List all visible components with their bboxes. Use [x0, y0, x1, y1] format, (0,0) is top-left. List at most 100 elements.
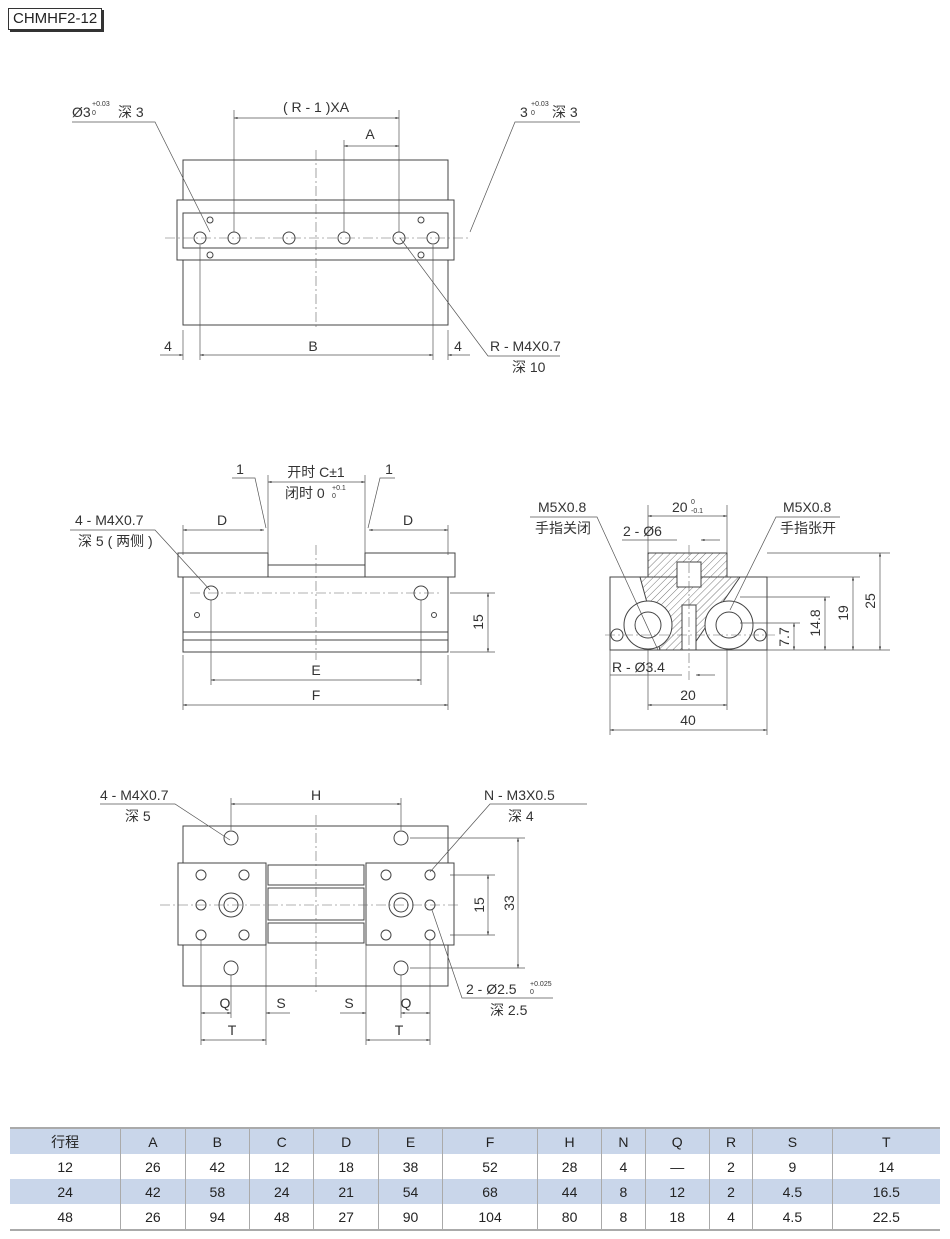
- column-header: E: [377, 1128, 443, 1154]
- dimension-label: E: [311, 662, 320, 678]
- drawing-title: CHMHF2-12: [8, 8, 103, 30]
- table-cell: 12: [57, 1158, 73, 1175]
- table-cell: 12: [644, 1179, 710, 1204]
- slot-label: 3: [520, 104, 528, 120]
- column-header: H: [536, 1128, 602, 1154]
- dimension-label: +0.03: [531, 101, 549, 108]
- table-cell: 4: [708, 1204, 753, 1230]
- table-cell: 94: [184, 1204, 250, 1230]
- dimension-label: 深 10: [512, 359, 546, 375]
- dimension-label: 深 3: [552, 104, 578, 120]
- locating-pin-label: 2 - Ø2.5: [466, 981, 517, 997]
- column-header: 行程: [51, 1133, 80, 1150]
- dimension-label: 19: [835, 605, 851, 621]
- side-section-view: M5X0.8 手指关闭 M5X0.8 手指张开 20 0 -0.1 2 - Ø6…: [530, 499, 890, 735]
- table-cell: —: [644, 1154, 710, 1179]
- table-cell: 16.5: [831, 1179, 940, 1204]
- column-header: T: [831, 1128, 940, 1154]
- dimension-label: +0.1: [332, 485, 346, 492]
- table-cell: 27: [313, 1204, 379, 1230]
- side-tap-label: 4 - M4X0.7: [75, 512, 144, 528]
- dimension-label: S: [276, 995, 285, 1011]
- dimension-label: 深 2.5: [490, 1002, 528, 1018]
- top-view: Ø3 +0.03 0 深 3 3 +0.03 0 深 3 ( R - 1 )XA…: [72, 99, 580, 375]
- dimension-label: 25: [862, 593, 878, 609]
- dimension-label: Q: [401, 995, 412, 1011]
- bottom-view: 4 - M4X0.7 深 5 H N - M3X0.5 深 4 2 - Ø2.5…: [100, 787, 587, 1045]
- pin-label: 2 - Ø6: [623, 523, 662, 539]
- dimension-label: T: [228, 1022, 237, 1038]
- table-cell: 4: [601, 1154, 645, 1179]
- tap-label: R - M4X0.7: [490, 338, 561, 354]
- table-cell: 2: [708, 1154, 753, 1179]
- pin-hole-label: Ø3: [72, 104, 91, 120]
- dimension-label: 7.7: [776, 627, 792, 647]
- table-cell: 4.5: [752, 1179, 833, 1204]
- dimension-label: 手指张开: [780, 520, 836, 536]
- table-cell: 9: [752, 1154, 833, 1179]
- dimension-label: +0.025: [530, 981, 552, 988]
- table-cell: 104: [442, 1204, 538, 1230]
- column-header: B: [184, 1128, 250, 1154]
- open-stroke-label: 开时 C±1: [287, 464, 345, 480]
- table-cell: 26: [120, 1204, 186, 1230]
- dimension-label: 14.8: [807, 609, 823, 636]
- h-label: H: [311, 787, 321, 803]
- dimension-label: 15: [470, 614, 486, 630]
- dimension-label: 深 5 ( 两侧 ): [78, 533, 153, 549]
- dimension-label: 0: [530, 989, 534, 996]
- table-cell: 24: [57, 1183, 73, 1200]
- dimension-label: 15: [471, 897, 487, 913]
- width-b-label: B: [308, 338, 317, 354]
- dimension-label: S: [344, 995, 353, 1011]
- bottom-tap-label: 4 - M4X0.7: [100, 787, 169, 803]
- dimension-label: Q: [220, 995, 231, 1011]
- table-cell: 22.5: [831, 1204, 940, 1230]
- dimension-label: 4: [454, 338, 462, 354]
- dimension-label: 20: [672, 499, 688, 515]
- table-cell: 8: [601, 1204, 645, 1230]
- pitch-total-label: ( R - 1 )XA: [283, 99, 350, 115]
- dimension-label: 0: [92, 110, 96, 117]
- column-header: D: [313, 1128, 379, 1154]
- table-cell: 24: [249, 1179, 314, 1204]
- pitch-label: A: [365, 126, 375, 142]
- dimension-label: 1: [236, 461, 244, 477]
- column-header: F: [442, 1128, 538, 1154]
- table-cell: 48: [57, 1208, 73, 1225]
- column-header: Q: [644, 1128, 710, 1154]
- table-cell: 68: [442, 1179, 538, 1204]
- table-cell: 14: [831, 1154, 940, 1179]
- table-cell: 90: [377, 1204, 443, 1230]
- technical-drawing: Ø3 +0.03 0 深 3 3 +0.03 0 深 3 ( R - 1 )XA…: [70, 99, 890, 1045]
- dimension-label: F: [312, 687, 321, 703]
- column-header: S: [752, 1128, 833, 1154]
- table-cell: 28: [536, 1154, 602, 1179]
- table-cell: 42: [120, 1179, 186, 1204]
- port-close-label: M5X0.8: [538, 499, 586, 515]
- table-cell: 4.5: [752, 1204, 833, 1230]
- table-cell: 12: [249, 1154, 314, 1179]
- dimension-label: 深 5: [125, 808, 151, 824]
- table-cell: 21: [313, 1179, 379, 1204]
- dimension-label: 0: [332, 493, 336, 500]
- table-cell: 42: [184, 1154, 250, 1179]
- table-cell: 26: [120, 1154, 186, 1179]
- port-open-label: M5X0.8: [783, 499, 831, 515]
- dimension-label: 20: [680, 687, 696, 703]
- hole-label: R - Ø3.4: [612, 659, 665, 675]
- n-tap-label: N - M3X0.5: [484, 787, 555, 803]
- dimension-label: D: [403, 512, 413, 528]
- dimension-label: 0: [531, 110, 535, 117]
- table-cell: 80: [536, 1204, 602, 1230]
- table-cell: 44: [536, 1179, 602, 1204]
- dimension-label: 0: [691, 499, 695, 506]
- dimension-label: 深 3: [118, 104, 144, 120]
- dimension-label: 4: [164, 338, 172, 354]
- dimension-label: 33: [501, 895, 517, 911]
- table-cell: 2: [708, 1179, 753, 1204]
